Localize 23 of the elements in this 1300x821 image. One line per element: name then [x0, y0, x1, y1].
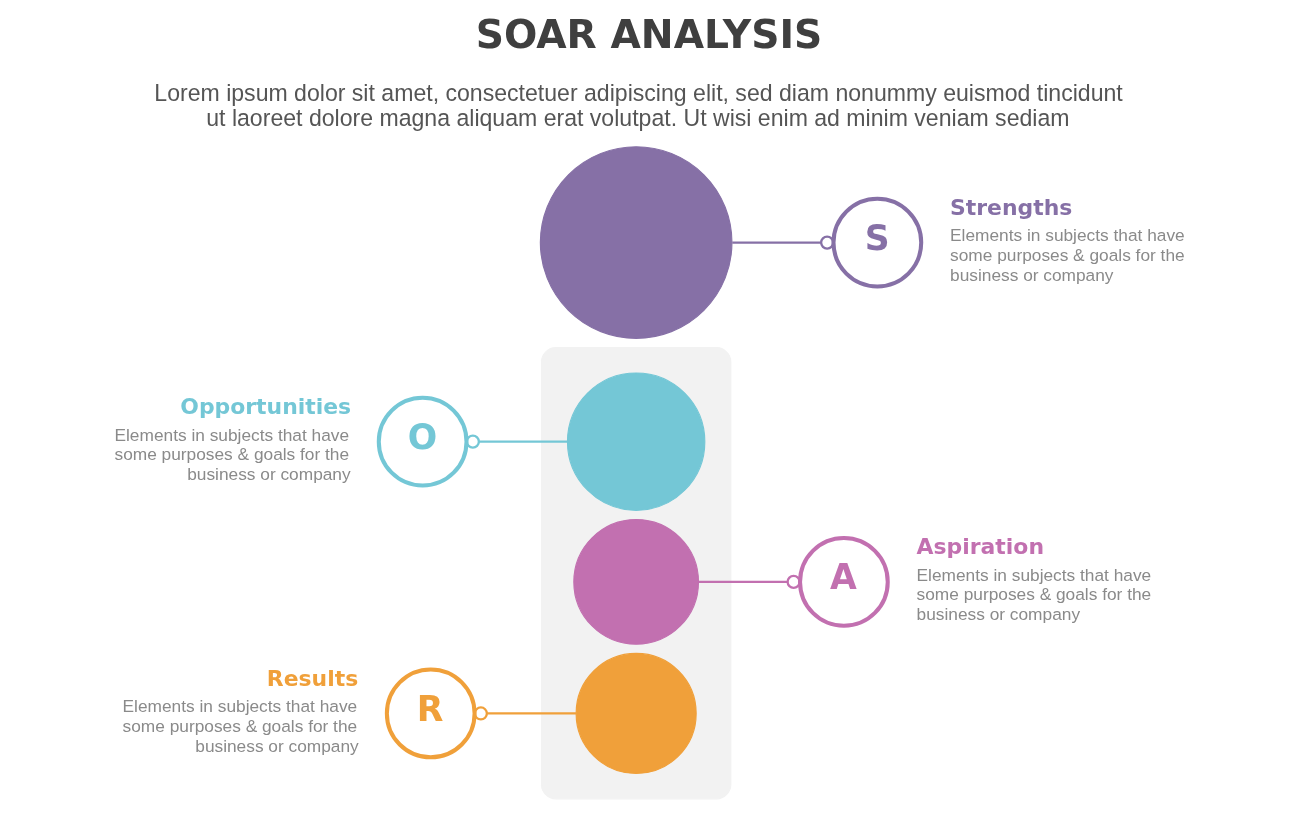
connector — [732, 235, 835, 250]
node-circle: R — [384, 667, 477, 760]
label: Lorem ipsum dolor sit amet, consectetuer adipiscing elit, sed diam nonummy euismod tincidunt ut laoreet dolore magna aliquam erat volutpat. Ut wisi enim ad minim veniam sediam — [154, 79, 1123, 132]
node-label: Opportunities — [180, 394, 352, 420]
node-label: Elements in subjects that have some purposes & goals for the business or company — [122, 696, 359, 756]
node-label: Elements in subjects that have some purposes & goals for the business or company — [950, 225, 1185, 285]
connector — [698, 574, 801, 590]
diagram-title: SOAR ANALYSIS — [475, 11, 823, 57]
node-label: Aspiration — [916, 534, 1044, 560]
connector — [465, 434, 568, 449]
connector — [473, 706, 576, 721]
node-circle: S — [831, 196, 924, 289]
node-circle: A — [798, 536, 890, 628]
node-circle — [573, 519, 700, 645]
cluster — [540, 347, 732, 800]
node-label: Strengths — [950, 195, 1073, 221]
node-label: Elements in subjects that have some purposes & goals for the business or company — [114, 424, 351, 484]
node-label: Elements in subjects that have some purposes & goals for the business or company — [916, 564, 1152, 624]
node-circle — [566, 372, 706, 511]
node-circle: O — [376, 395, 469, 488]
node-label: Results — [266, 665, 359, 691]
node-circle — [539, 146, 733, 339]
node-circle — [575, 652, 697, 775]
